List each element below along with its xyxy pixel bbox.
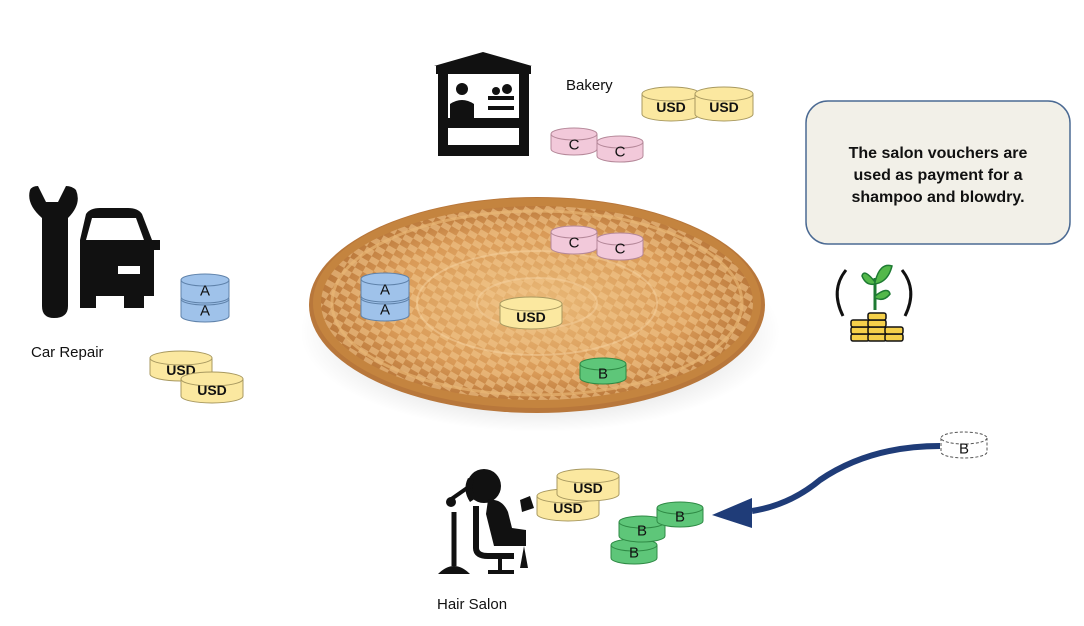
usd-coin-label: USD — [197, 382, 227, 398]
b-coin-label: B — [598, 366, 608, 383]
usd-coin-label: USD — [709, 99, 739, 115]
b-voucher-coin: B — [656, 501, 704, 528]
c-coin-label: C — [615, 144, 626, 161]
car-repair-icon — [29, 186, 160, 318]
note-line-1: The salon vouchers are — [849, 145, 1028, 162]
note-line-3: shampoo and blowdry. — [851, 189, 1024, 206]
a-coin-label: A — [380, 302, 390, 319]
a-coin-label: A — [200, 283, 210, 300]
hair-salon-label: Hair Salon — [437, 596, 507, 613]
usd-coin-label: USD — [553, 500, 583, 516]
usd-coin: USD — [180, 371, 244, 404]
a-voucher-coin: A — [180, 273, 230, 304]
flow-arrow — [712, 443, 941, 528]
b-coin-label: B — [675, 509, 685, 526]
b-voucher-coin: B — [618, 515, 666, 543]
usd-coin-label: USD — [573, 480, 603, 496]
usd-coin: USD — [556, 468, 620, 502]
b-coin-label: B — [959, 441, 969, 458]
b-voucher-coin-outline: B — [940, 431, 988, 459]
c-coin-label: C — [615, 241, 626, 258]
usd-coin: USD — [694, 86, 754, 122]
b-coin-label: B — [637, 523, 647, 540]
usd-coin: USD — [641, 86, 701, 122]
bakery-stall-icon — [434, 52, 532, 156]
usd-coin-label: USD — [656, 99, 686, 115]
a-voucher-coin: A — [360, 272, 410, 303]
c-voucher-coin: C — [596, 232, 644, 261]
c-coin-label: C — [569, 235, 580, 252]
b-voucher-coin: B — [579, 357, 627, 385]
usd-coin: USD — [499, 296, 563, 330]
hair-salon-icon — [438, 469, 534, 574]
bakery-label: Bakery — [566, 77, 613, 94]
b-voucher-coin: B — [610, 538, 658, 565]
a-coin-label: A — [380, 282, 390, 299]
note-line-2: used as payment for a — [854, 167, 1023, 184]
c-voucher-coin: C — [596, 135, 644, 163]
c-voucher-coin: C — [550, 127, 598, 156]
c-voucher-coin: C — [550, 225, 598, 255]
usd-coin-label: USD — [516, 309, 546, 325]
c-coin-label: C — [569, 137, 580, 154]
car-repair-label: Car Repair — [31, 344, 104, 361]
a-coin-label: A — [200, 303, 210, 320]
growth-coins-icon — [835, 264, 913, 342]
note-box: The salon vouchers are used as payment f… — [805, 100, 1071, 245]
b-coin-label: B — [629, 545, 639, 562]
